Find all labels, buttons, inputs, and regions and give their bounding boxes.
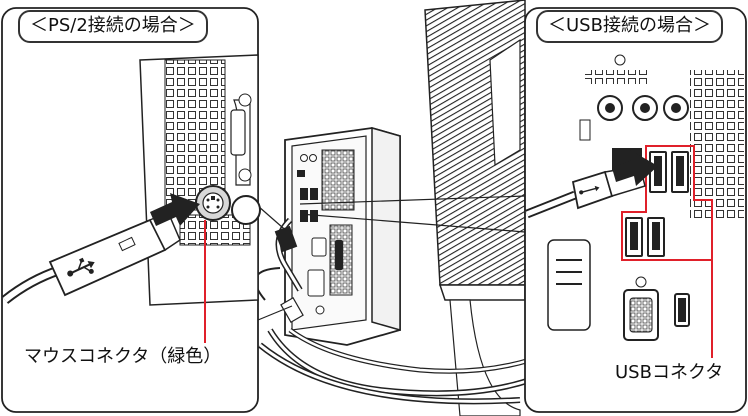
- pc-tower: [254, 127, 401, 346]
- cables: [258, 327, 531, 405]
- usb-callout-title: ＜USB接続の場合＞: [536, 10, 723, 43]
- usb-symbol-icon: [579, 185, 600, 195]
- usb-callout-panel: [524, 7, 747, 413]
- usb-connector-label: USBコネクタ: [615, 362, 724, 383]
- arrow-right-icon: [612, 150, 658, 186]
- ps2-callout-title: ＜PS/2接続の場合＞: [18, 10, 208, 43]
- usb-symbol-icon: [67, 257, 95, 277]
- leader-lines: [257, 195, 526, 321]
- ps2-callout-panel: [1, 7, 261, 413]
- mouse-connector-label: マウスコネクタ（緑色）: [24, 346, 222, 367]
- arrow-right-icon: [150, 193, 200, 226]
- ps2-mouse-port: [195, 185, 231, 221]
- monitor: [424, 0, 526, 416]
- usb-ports: [625, 151, 689, 257]
